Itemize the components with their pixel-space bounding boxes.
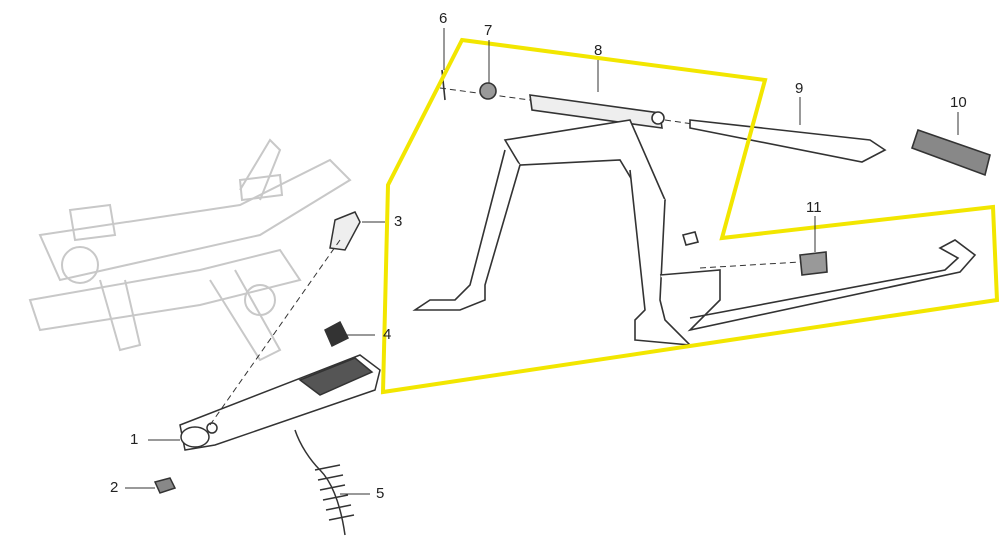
callout-6: 6 <box>439 10 448 27</box>
main-stand-highlight <box>380 37 1000 395</box>
side-stand-drawing <box>153 211 381 536</box>
callout-2: 2 <box>110 479 119 496</box>
leader-lines <box>125 28 959 495</box>
callout-11: 11 <box>806 199 822 216</box>
main-stand-drawing <box>412 69 991 346</box>
frame-ghost <box>28 138 352 362</box>
callout-8: 8 <box>594 42 603 59</box>
callout-3: 3 <box>394 213 403 230</box>
callout-7: 7 <box>484 22 493 39</box>
callout-4: 4 <box>383 326 392 343</box>
callout-9: 9 <box>795 80 804 97</box>
callout-1: 1 <box>130 431 139 448</box>
callout-10: 10 <box>950 94 967 111</box>
callout-5: 5 <box>376 485 385 502</box>
